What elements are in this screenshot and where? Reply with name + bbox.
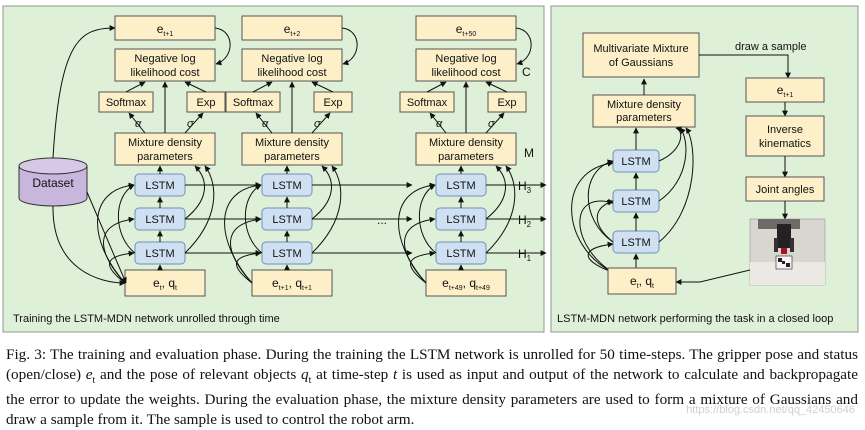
alpha-label: α bbox=[262, 118, 269, 130]
mdn-line-2: parameters bbox=[438, 151, 494, 163]
dataset-label: Dataset bbox=[32, 176, 74, 190]
label-h1: H1 bbox=[518, 247, 532, 263]
figure-caption-text: Fig. 3: The training and evaluation phas… bbox=[6, 346, 859, 428]
output-label: et+2 bbox=[284, 22, 301, 38]
input-label: et+49, qt+49 bbox=[442, 276, 490, 292]
mixture-line-1: Multivariate Mixture bbox=[593, 43, 688, 55]
eval-lstm-2-label: LSTM bbox=[621, 196, 650, 208]
eval-input-box bbox=[607, 267, 677, 295]
label-c: C bbox=[522, 65, 531, 79]
watermark: https://blog.csdn.net/qq_42450646 bbox=[686, 404, 855, 416]
lstm-label: LSTM bbox=[446, 248, 475, 260]
joint-angles-label: Joint angles bbox=[756, 184, 815, 196]
eval-output-box bbox=[745, 77, 825, 103]
mdn-box bbox=[114, 132, 216, 166]
cost-line-2: likelihood cost bbox=[130, 67, 199, 79]
eval-mdn-box bbox=[592, 94, 696, 128]
alpha-label: α bbox=[436, 118, 443, 130]
cost-box bbox=[114, 48, 216, 82]
cost-line-2: likelihood cost bbox=[257, 67, 326, 79]
ellipsis: ... bbox=[377, 213, 387, 227]
eval-input-label: et, qt bbox=[630, 274, 654, 290]
sigma-label: σ bbox=[314, 118, 321, 130]
cost-box bbox=[241, 48, 343, 82]
output-label: et+50 bbox=[456, 22, 477, 38]
sigma-label: σ bbox=[187, 118, 194, 130]
lstm-label: LSTM bbox=[145, 214, 174, 226]
cost-line-2: likelihood cost bbox=[431, 67, 500, 79]
mixture-line-2: of Gaussians bbox=[609, 57, 674, 69]
eval-mdn-line-2: parameters bbox=[616, 112, 672, 124]
output-label: et+1 bbox=[157, 22, 174, 38]
label-m: M bbox=[524, 146, 534, 160]
cost-box bbox=[415, 48, 517, 82]
evaluation-caption: LSTM-MDN network performing the task in … bbox=[557, 313, 833, 325]
input-box bbox=[425, 269, 507, 297]
lstm-label: LSTM bbox=[145, 180, 174, 192]
inverse-kinematics-box bbox=[745, 115, 825, 157]
inverse-line-2: kinematics bbox=[759, 138, 811, 150]
output-box bbox=[415, 15, 517, 41]
training-caption: Training the LSTM-MDN network unrolled t… bbox=[13, 313, 280, 325]
input-box bbox=[251, 269, 333, 297]
joint-angles-box bbox=[745, 176, 825, 202]
lstm-label: LSTM bbox=[272, 248, 301, 260]
output-box bbox=[241, 15, 343, 41]
draw-sample-label: draw a sample bbox=[735, 41, 807, 53]
inverse-line-1: Inverse bbox=[767, 124, 803, 136]
output-box bbox=[114, 15, 216, 41]
input-label: et, qt bbox=[153, 276, 177, 292]
lstm-label: LSTM bbox=[272, 214, 301, 226]
eval-lstm-3-label: LSTM bbox=[621, 156, 650, 168]
eval-output-label: et+1 bbox=[777, 83, 794, 99]
label-h2: H2 bbox=[518, 213, 532, 229]
softmax-label: Softmax bbox=[106, 97, 147, 109]
exp-label: Exp bbox=[197, 97, 216, 109]
softmax-label: Softmax bbox=[233, 97, 274, 109]
mdn-line-2: parameters bbox=[264, 151, 320, 163]
cost-line-1: Negative log bbox=[435, 53, 496, 65]
mdn-line-1: Mixture density bbox=[128, 137, 202, 149]
lstm-label: LSTM bbox=[145, 248, 174, 260]
label-h3: H3 bbox=[518, 179, 532, 195]
lstm-label: LSTM bbox=[272, 180, 301, 192]
alpha-label: α bbox=[135, 118, 142, 130]
mdn-line-1: Mixture density bbox=[255, 137, 329, 149]
mdn-line-2: parameters bbox=[137, 151, 193, 163]
lstm-label: LSTM bbox=[446, 180, 475, 192]
input-label: et+1, qt+1 bbox=[272, 276, 312, 292]
cost-line-1: Negative log bbox=[261, 53, 322, 65]
exp-label: Exp bbox=[324, 97, 343, 109]
mdn-box bbox=[241, 132, 343, 166]
sigma-label: σ bbox=[488, 118, 495, 130]
robot-arm-photo bbox=[749, 218, 826, 286]
figure-caption: Fig. 3: The training and evaluation phas… bbox=[6, 345, 858, 429]
cost-line-1: Negative log bbox=[134, 53, 195, 65]
softmax-label: Softmax bbox=[407, 97, 448, 109]
dataset-cylinder: Dataset bbox=[18, 157, 88, 207]
mdn-line-1: Mixture density bbox=[429, 137, 503, 149]
exp-label: Exp bbox=[498, 97, 517, 109]
lstm-label: LSTM bbox=[446, 214, 475, 226]
mixture-of-gaussians-box bbox=[582, 32, 700, 78]
eval-mdn-line-1: Mixture density bbox=[607, 99, 681, 111]
eval-lstm-1-label: LSTM bbox=[621, 237, 650, 249]
